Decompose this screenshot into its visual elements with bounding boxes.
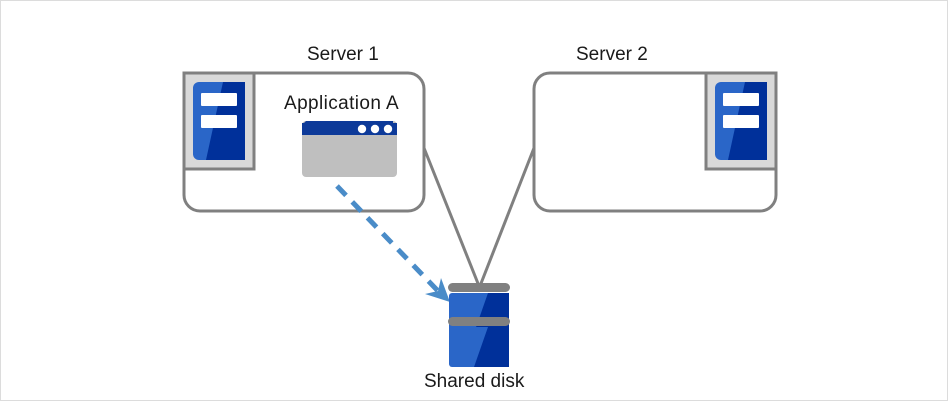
disk-bar-2 [448, 317, 510, 326]
server-icon-bar-bottom [723, 115, 759, 128]
application-window-icon[interactable] [302, 121, 397, 177]
window-dot-2 [370, 124, 380, 134]
window-dot-1 [357, 124, 367, 134]
server-icon-body [715, 82, 767, 160]
server2-disk-link [478, 147, 536, 287]
shared-disk-label: Shared disk [424, 371, 525, 392]
server-icon-bar-top [723, 93, 759, 106]
disk-bar-1 [448, 283, 510, 292]
disk-stack-icon[interactable] [448, 283, 510, 367]
server1-disk-link [422, 147, 481, 287]
app-access-arrow [335, 184, 450, 302]
window-dot-3 [383, 124, 393, 134]
server-icon-body [193, 82, 245, 160]
application-a-label: Application A [284, 93, 400, 114]
server-2-label: Server 2 [576, 44, 648, 65]
server-icon-bar-top [201, 93, 237, 106]
server-1-label: Server 1 [307, 44, 379, 65]
disk-platter-2 [449, 327, 509, 367]
server-icon-bar-bottom [201, 115, 237, 128]
server-icon-2 [704, 71, 778, 171]
server-icon-1 [182, 71, 256, 171]
